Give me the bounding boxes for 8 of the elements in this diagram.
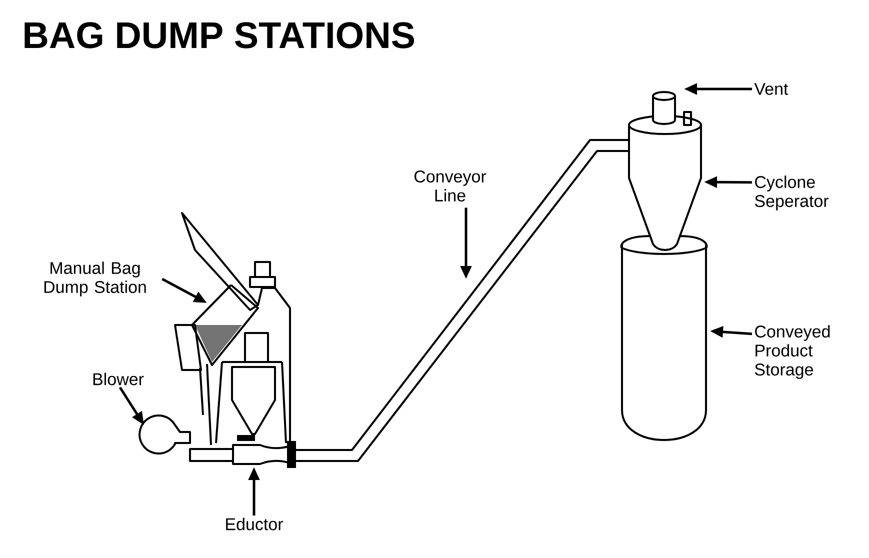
label-text: Cyclone Seperator: [754, 176, 829, 210]
label-text: Eductor: [226, 518, 284, 530]
label-text: Vent: [754, 83, 788, 95]
label-text: Conveyor Line: [414, 170, 486, 202]
title: BAG DUMP STATIONS: [24, 22, 414, 48]
label-text: Conveyed Product Storage: [754, 325, 830, 379]
label-text: Blower: [93, 372, 144, 386]
label-text: Manual Bag Dump Station: [44, 262, 146, 296]
